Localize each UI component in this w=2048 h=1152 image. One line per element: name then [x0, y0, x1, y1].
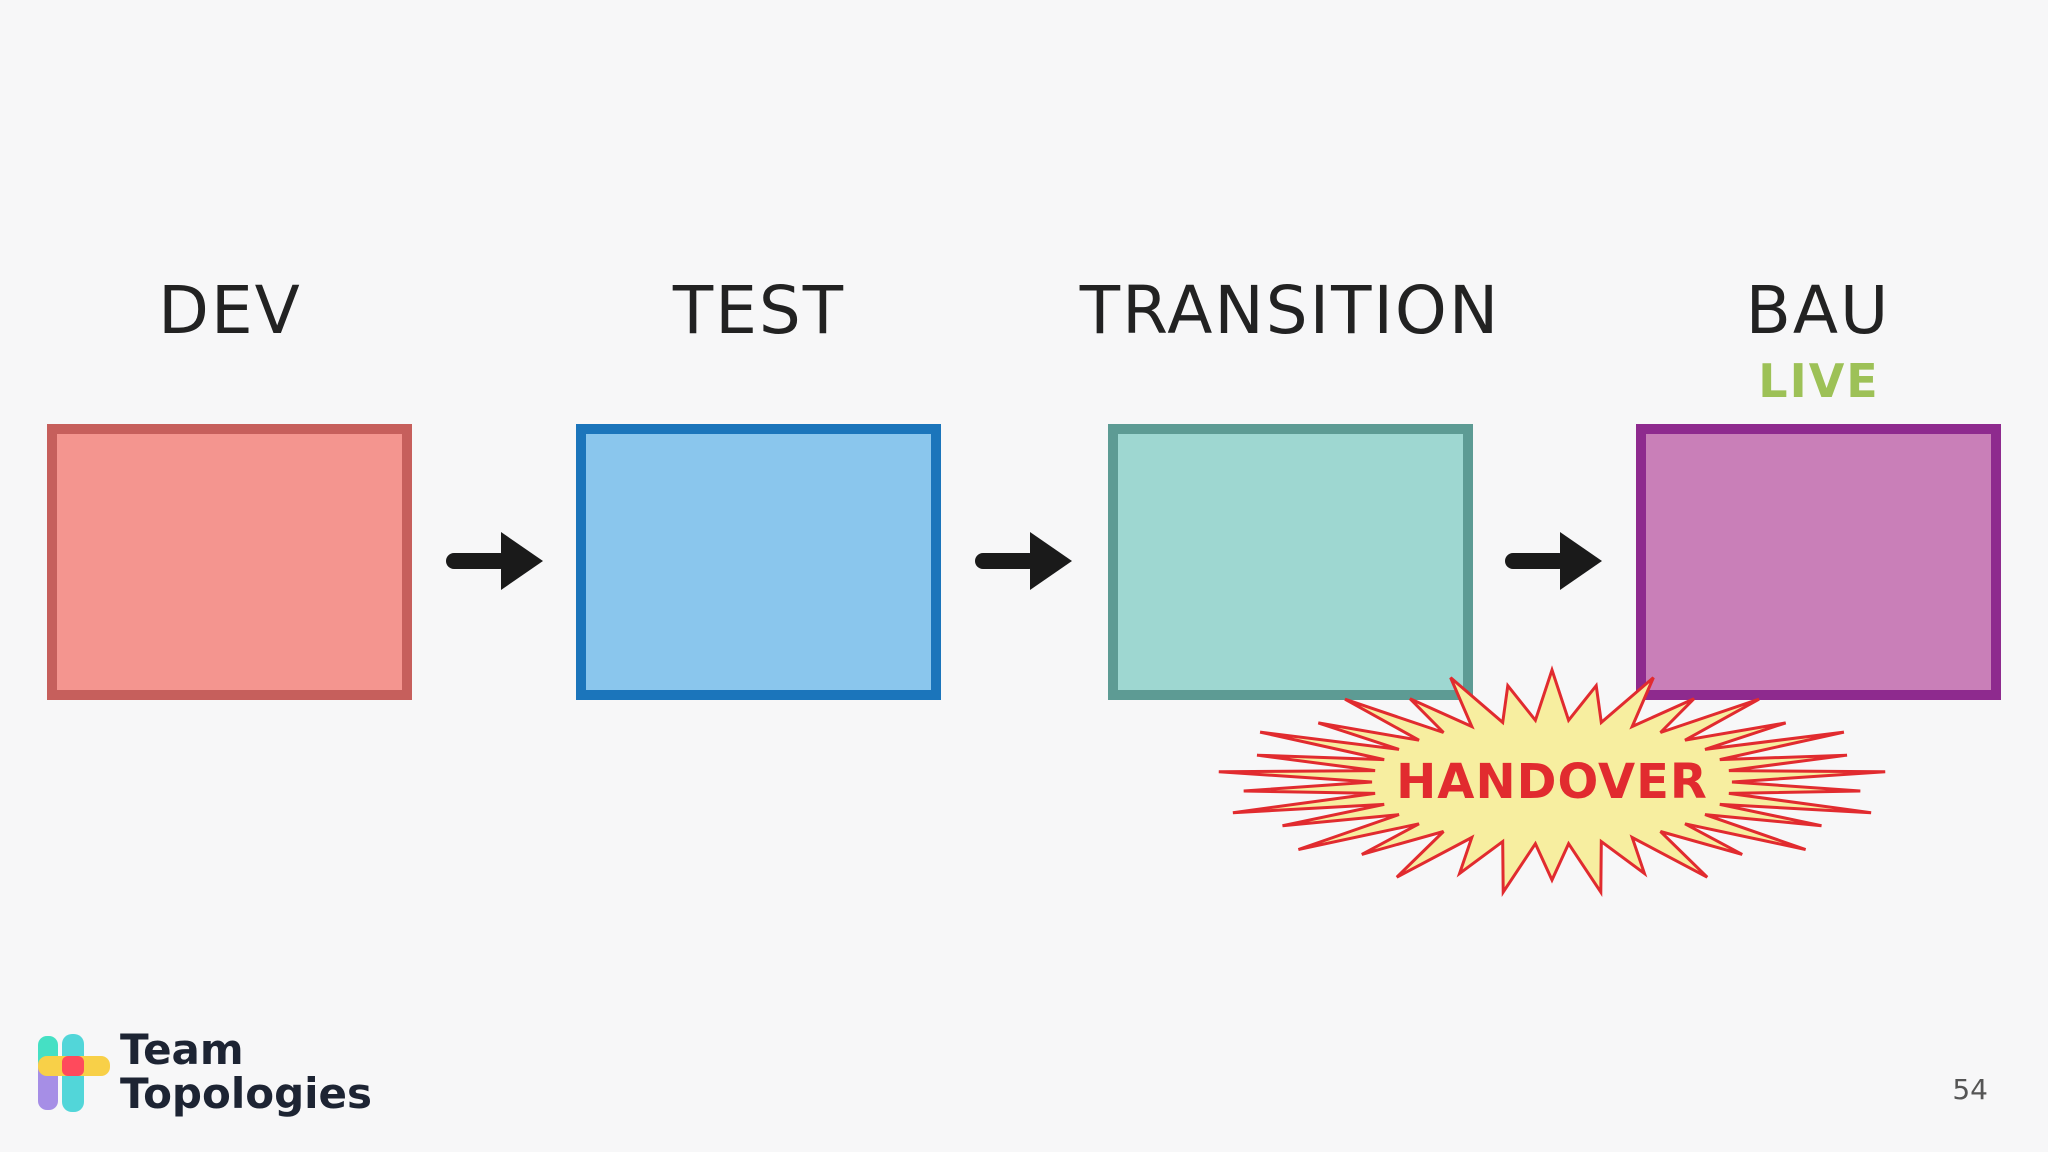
brand-wordmark: Team Topologies: [120, 1028, 372, 1116]
page-number: 54: [1952, 1073, 1988, 1106]
stage-label-test: TEST: [672, 272, 846, 349]
stage-box-bau: [1636, 424, 2001, 700]
stage-box-dev: [47, 424, 412, 700]
right-arrow-icon: [1505, 532, 1602, 590]
stage-box-transition: [1108, 424, 1473, 700]
handover-label: HANDOVER: [1396, 754, 1708, 810]
stage-label-dev: DEV: [158, 272, 302, 349]
handover-burst: HANDOVER: [1218, 665, 1886, 897]
brand-line-2: Topologies: [120, 1069, 373, 1118]
stage-box-test: [576, 424, 941, 700]
team-topologies-logo-icon: [38, 1034, 110, 1112]
right-arrow-icon: [446, 532, 543, 590]
brand-line-1: Team: [120, 1025, 244, 1074]
burst-star-shape: [1218, 665, 1886, 897]
stage-label-bau: BAU: [1745, 272, 1891, 349]
right-arrow-icon: [975, 532, 1072, 590]
stage-sublabel-live: LIVE: [1758, 354, 1880, 408]
stage-label-transition: TRANSITION: [1079, 272, 1501, 349]
